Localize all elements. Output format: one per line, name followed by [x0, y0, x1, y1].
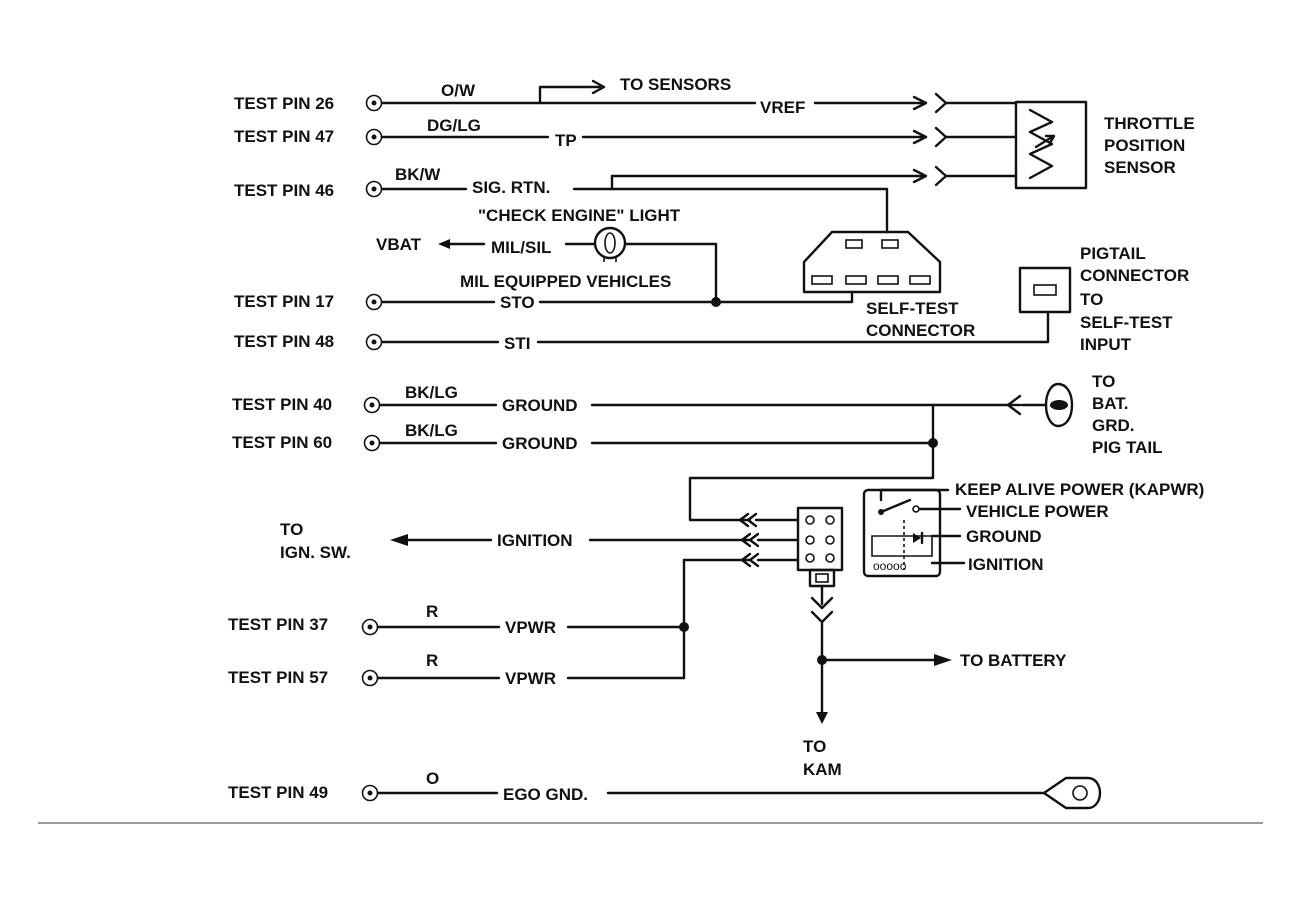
tps-label-line3: SENSOR — [1104, 158, 1176, 177]
battery-ground-terminal — [1044, 382, 1074, 428]
to-battery-label: TO BATTERY — [960, 651, 1067, 670]
ground-40-wire — [378, 394, 1048, 445]
vbat-label: VBAT — [376, 235, 422, 254]
bat-grd-label-line3: GRD. — [1092, 416, 1135, 435]
test-pin-60-label: TEST PIN 60 — [232, 433, 332, 452]
test-pin-37-label: TEST PIN 37 — [228, 615, 328, 634]
wire-color-o-49: O — [426, 769, 439, 788]
to-ign-sw-label-line2: IGN. SW. — [280, 543, 351, 562]
sto-wire — [380, 290, 854, 307]
vpwr-37-label: VPWR — [505, 618, 556, 637]
check-engine-lamp-icon — [593, 226, 627, 262]
wire-color-r-37: R — [426, 602, 438, 621]
self-test-connector — [802, 230, 942, 294]
mil-equipped-label: MIL EQUIPPED VEHICLES — [460, 272, 671, 291]
wire-color-r-57: R — [426, 651, 438, 670]
wire-color-bklg-40: BK/LG — [405, 383, 458, 402]
kapwr-label: KEEP ALIVE POWER (KAPWR) — [955, 480, 1204, 499]
throttle-position-sensor — [1014, 100, 1088, 190]
test-pin-48-terminal — [365, 333, 383, 351]
bat-grd-label-line1: TO — [1092, 372, 1115, 391]
pigtail-label-line4: SELF-TEST — [1080, 313, 1173, 332]
tps-label-line2: POSITION — [1104, 136, 1185, 155]
ground-60-wire — [378, 438, 938, 522]
vref-wire — [380, 79, 928, 111]
test-pin-57-label: TEST PIN 57 — [228, 668, 328, 687]
tp-wire — [380, 129, 928, 145]
ground-60-label: GROUND — [502, 434, 578, 453]
ignition-label: IGNITION — [497, 531, 573, 550]
pigtail-connector — [1018, 266, 1072, 314]
wire-color-bklg-60: BK/LG — [405, 421, 458, 440]
wire-color-ow: O/W — [441, 81, 476, 100]
to-kam-label-line1: TO — [803, 737, 826, 756]
ego-ground-eyelet — [1042, 776, 1102, 810]
relay-ground-label: GROUND — [966, 527, 1042, 546]
test-pin-17-label: TEST PIN 17 — [234, 292, 334, 311]
wire-color-bkw: BK/W — [395, 165, 441, 184]
self-test-connector-label-line2: CONNECTOR — [866, 321, 975, 340]
relay-ignition-label: IGNITION — [968, 555, 1044, 574]
test-pin-49-label: TEST PIN 49 — [228, 783, 328, 802]
pigtail-label-line5: INPUT — [1080, 335, 1132, 354]
test-pin-60-terminal — [363, 434, 381, 452]
pigtail-label-line3: TO — [1080, 290, 1103, 309]
tp-connector-chevrons — [934, 92, 1018, 187]
test-pin-26-terminal — [365, 94, 383, 112]
ego-gnd-label: EGO GND. — [503, 785, 588, 804]
to-kam-label-line2: KAM — [803, 760, 842, 779]
sto-label: STO — [500, 293, 535, 312]
sig-rtn-wire — [380, 168, 928, 234]
test-pin-17-terminal — [365, 293, 383, 311]
test-pin-40-terminal — [363, 396, 381, 414]
power-relay-module: ooooo — [862, 488, 942, 578]
sti-wire — [380, 310, 1050, 344]
test-pin-40-label: TEST PIN 40 — [232, 395, 332, 414]
mil-wire — [438, 239, 718, 304]
test-pin-46-terminal — [365, 180, 383, 198]
test-pin-37-terminal — [361, 618, 379, 636]
ground-40-label: GROUND — [502, 396, 578, 415]
sti-label: STI — [504, 334, 530, 353]
power-relay-connector — [796, 506, 844, 588]
vref-label: VREF — [760, 98, 805, 117]
to-ign-sw-label-line1: TO — [280, 520, 303, 539]
test-pin-48-label: TEST PIN 48 — [234, 332, 334, 351]
test-pin-26-label: TEST PIN 26 — [234, 94, 334, 113]
bat-grd-label-line4: PIG TAIL — [1092, 438, 1163, 457]
bat-grd-label-line2: BAT. — [1092, 394, 1129, 413]
test-pin-46-label: TEST PIN 46 — [234, 181, 334, 200]
tp-label: TP — [555, 131, 577, 150]
vpwr-37-wire — [376, 558, 752, 680]
battery-kam-wire — [810, 584, 952, 724]
tps-label-line1: THROTTLE — [1104, 114, 1195, 133]
pigtail-label-line1: PIGTAIL — [1080, 244, 1146, 263]
vpwr-57-label: VPWR — [505, 669, 556, 688]
pigtail-label-line2: CONNECTOR — [1080, 266, 1189, 285]
relay-output-wires — [879, 488, 966, 565]
sig-rtn-label: SIG. RTN. — [472, 178, 550, 197]
mil-sil-label: MIL/SIL — [491, 238, 551, 257]
test-pin-57-terminal — [361, 669, 379, 687]
test-pin-47-terminal — [365, 128, 383, 146]
to-sensors-label: TO SENSORS — [620, 75, 731, 94]
test-pin-49-terminal — [361, 784, 379, 802]
check-engine-light-label: "CHECK ENGINE" LIGHT — [478, 206, 681, 225]
vehicle-power-label: VEHICLE POWER — [966, 502, 1109, 521]
relay-coil-symbol: ooooo — [873, 559, 907, 573]
self-test-connector-label-line1: SELF-TEST — [866, 299, 959, 318]
wire-color-dglg: DG/LG — [427, 116, 481, 135]
ignition-wire — [390, 534, 752, 546]
test-pin-47-label: TEST PIN 47 — [234, 127, 334, 146]
